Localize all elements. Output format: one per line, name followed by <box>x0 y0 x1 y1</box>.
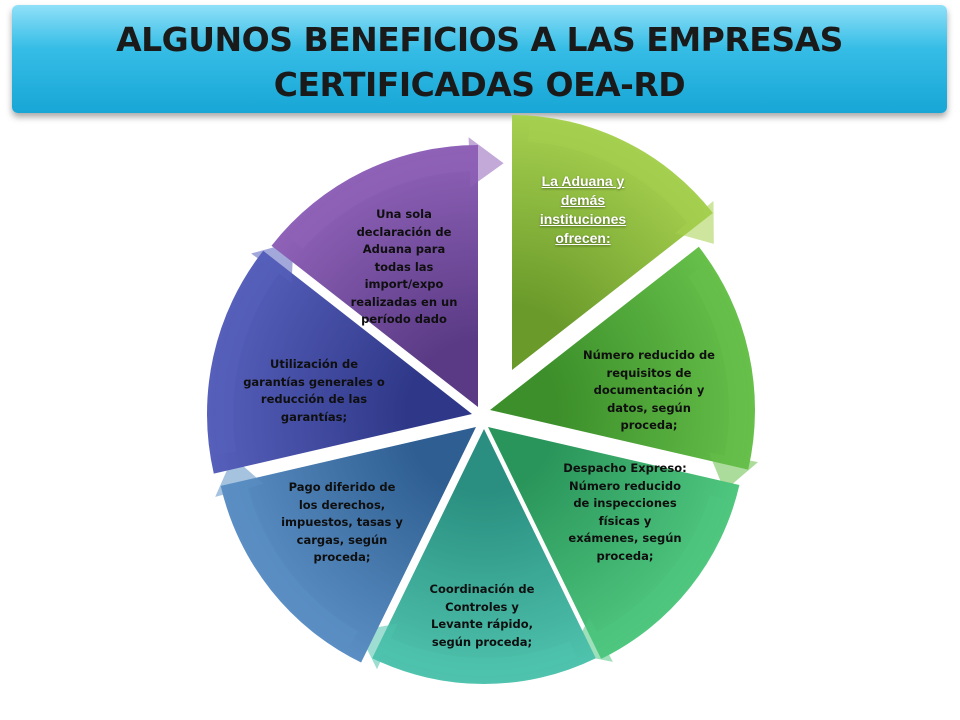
title-banner: ALGUNOS BENEFICIOS A LAS EMPRESAS CERTIF… <box>12 5 947 113</box>
segment-requisitos <box>490 246 755 470</box>
segment-coordinacion-text: Coordinación de Controles y Levante rápi… <box>429 582 535 649</box>
segment-intro-arrow-icon <box>528 123 714 244</box>
segment-pago-text: Pago diferido de los derechos, impuestos… <box>281 480 403 564</box>
segment-despacho <box>488 427 740 659</box>
segment-intro-text: La Aduana y demás instituciones ofrecen: <box>539 173 627 246</box>
segment-coordinacion <box>372 429 596 685</box>
segment-garantias-text: Utilización de garantías generales o red… <box>243 357 385 424</box>
segment-requisitos-arrow-icon <box>688 266 758 491</box>
segment-garantias-arrow-icon <box>215 241 294 455</box>
segment-pago <box>220 427 476 663</box>
segment-despacho-text: Despacho Expreso: Número reducido de ins… <box>563 461 687 563</box>
title-line-2: CERTIFICADAS OEA-RD <box>273 65 686 104</box>
segment-declaracion-text: Una sola declaración de Aduana para toda… <box>350 207 458 326</box>
segment-garantias <box>207 250 472 474</box>
segment-requisitos-text: Número reducido de requisitos de documen… <box>583 348 715 432</box>
title-line-1: ALGUNOS BENEFICIOS A LAS EMPRESAS <box>116 20 843 59</box>
segment-declaracion-arrow-icon <box>289 137 504 250</box>
segment-pago-arrow-icon <box>215 456 358 647</box>
segment-coordinacion-arrow-icon <box>357 623 577 676</box>
